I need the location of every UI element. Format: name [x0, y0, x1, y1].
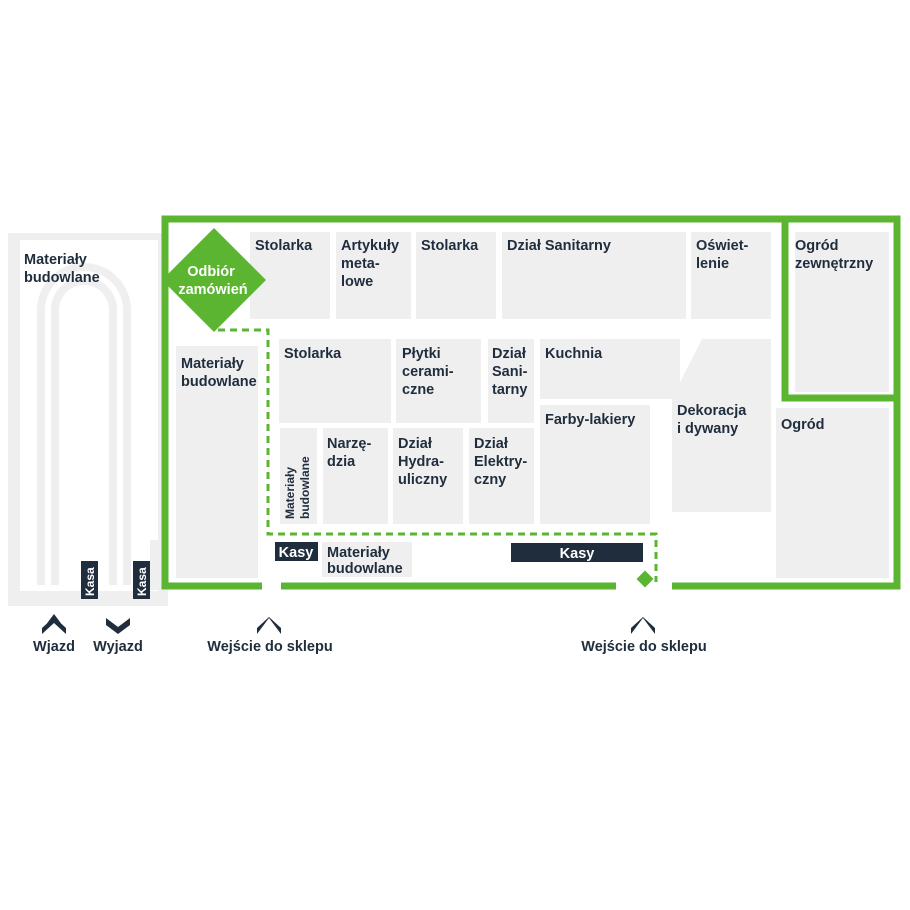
entrance-right-arrow-icon: [631, 617, 655, 634]
route-dashed-line: [218, 328, 658, 582]
yard-zone-label: Materiały budowlane: [24, 252, 100, 286]
dept-dzial-sanitarny-mid: Dział Sani- tarny: [492, 346, 531, 398]
dept-stolarka-1: Stolarka: [255, 238, 313, 254]
dept-dzial-sanitarny-top: Dział Sanitarny: [507, 238, 611, 254]
exit-arrow-icon: [106, 618, 130, 634]
dept-narzedzia: Narzę- dzia: [327, 436, 375, 470]
checkout-small: Kasy: [275, 542, 318, 561]
dept-artykuly-metalowe: Artykuły meta- lowe: [341, 238, 403, 290]
yard-cashier-right: Kasa: [133, 561, 150, 599]
dept-ogrod-zewnetrzny: Ogród zewnętrzny: [795, 238, 873, 272]
dept-oswietlenie: Oświet- lenie: [696, 238, 752, 272]
entry-arrow-icon: [42, 614, 66, 634]
svg-text:Kasa: Kasa: [83, 567, 97, 596]
dept-materialy-budowlane-left: Materiały budowlane: [181, 356, 257, 390]
entrance-left-arrow-icon: [257, 617, 281, 634]
svg-text:Kasy: Kasy: [279, 545, 314, 561]
pickup-diamond: [162, 228, 266, 332]
dept-dekoracja-dywany: Dekoracja i dywany: [677, 403, 750, 437]
outdoor-yard: [8, 233, 168, 606]
svg-text:Kasy: Kasy: [560, 546, 595, 562]
dept-dzial-hydrauliczny: Dział Hydra- uliczny: [398, 436, 448, 488]
dept-ogrod: Ogród: [781, 417, 825, 433]
yard-cashier-left: Kasa: [81, 561, 98, 599]
store-zones: [176, 232, 889, 578]
dept-stolarka-2: Stolarka: [421, 238, 479, 254]
dept-plytki-ceramiczne: Płytki cerami- czne: [402, 346, 458, 398]
dept-farby-lakiery: Farby-lakiery: [545, 412, 635, 428]
dept-materialy-budowlane-vertical: Materiały budowlane: [283, 456, 312, 519]
dept-materialy-budowlane-bottom: Materiały budowlane: [327, 545, 403, 577]
svg-text:Kasa: Kasa: [135, 567, 149, 596]
dept-dzial-elektryczny: Dział Elektry- czny: [474, 436, 531, 488]
entrance-left-label: Wejście do sklepu: [207, 639, 332, 655]
route-end-marker: [636, 570, 654, 588]
checkout-large: Kasy: [511, 543, 643, 562]
dept-kuchnia: Kuchnia: [545, 346, 603, 362]
store-outline: [161, 215, 901, 590]
dept-stolarka-3: Stolarka: [284, 346, 342, 362]
exit-label: Wyjazd: [93, 639, 143, 655]
entry-label: Wjazd: [33, 639, 75, 655]
entrance-right-label: Wejście do sklepu: [581, 639, 706, 655]
pickup-label: Odbiór zamówień: [178, 264, 247, 298]
